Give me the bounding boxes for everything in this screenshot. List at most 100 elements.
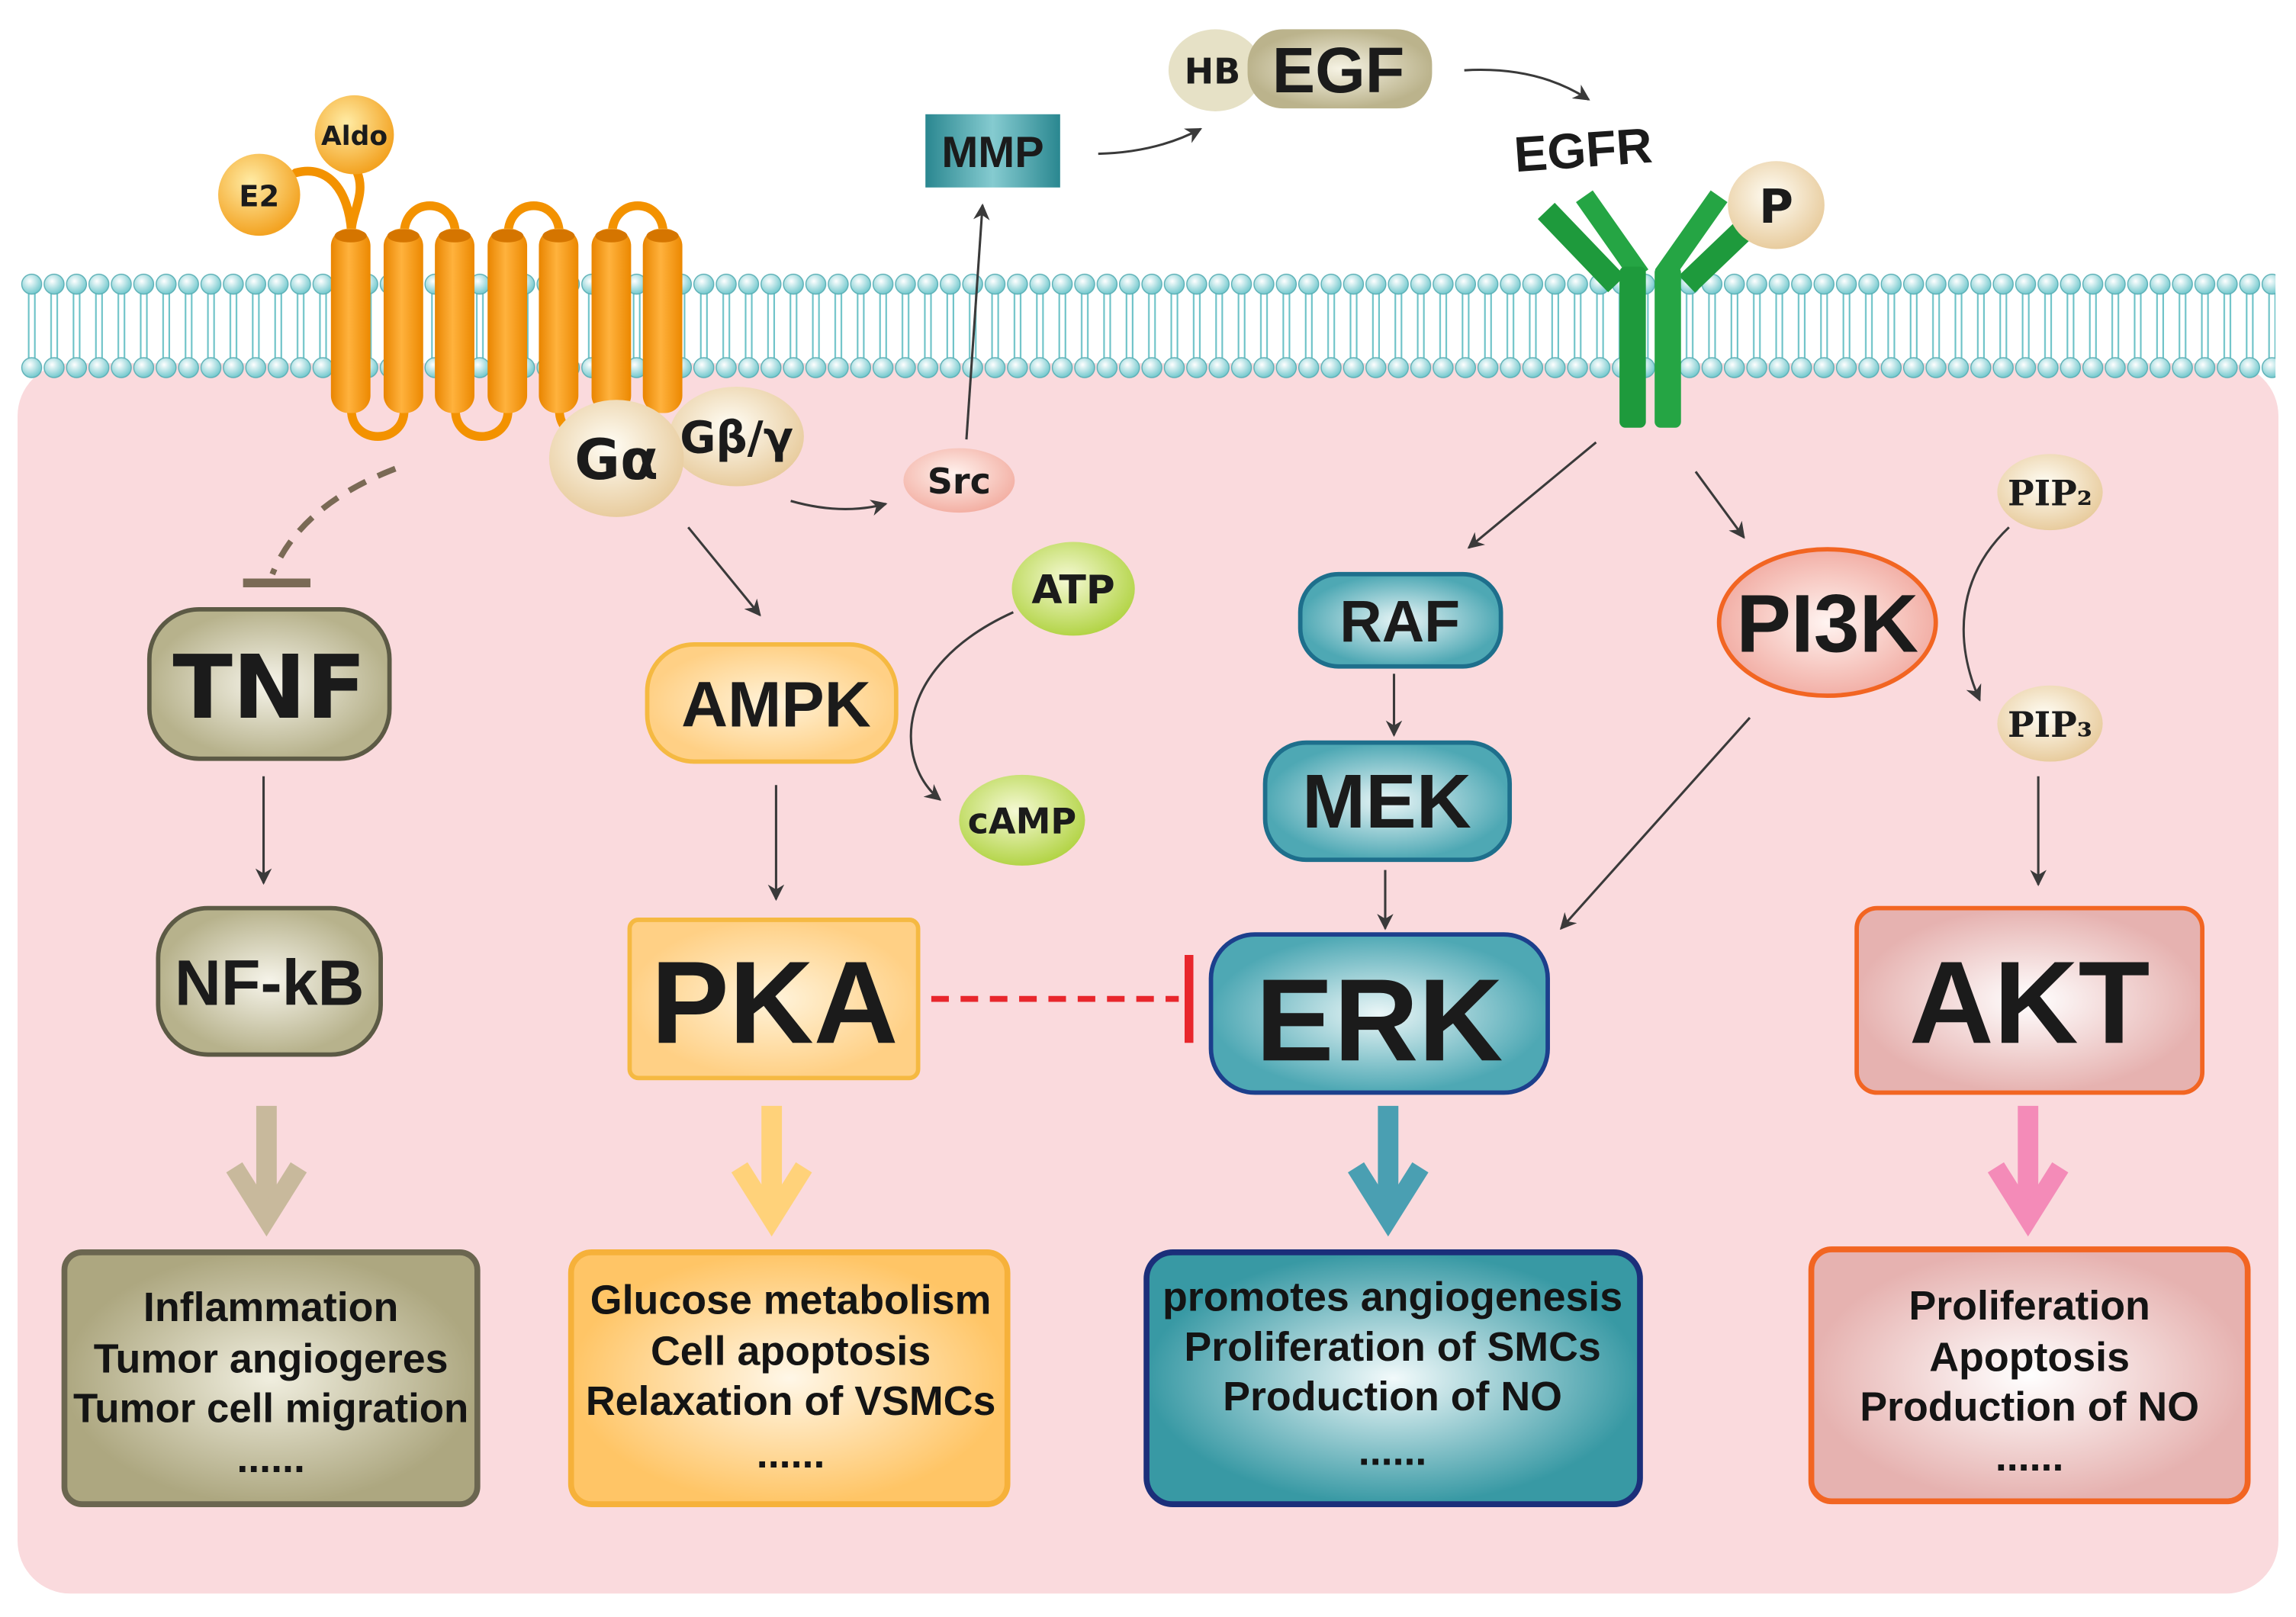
gpcr-receptor	[291, 166, 683, 441]
mek-shape	[1262, 740, 1513, 863]
pka-label: PKA	[651, 937, 898, 1068]
akt-shape	[1854, 905, 2205, 1095]
outcome-line: Apoptosis	[1929, 1334, 2130, 1380]
raf-label: RAF	[1339, 589, 1460, 654]
gpcr-helix-cap	[595, 229, 628, 243]
egfr-arm	[1576, 190, 1648, 281]
camp-label: cAMP	[968, 801, 1077, 842]
arrow-egfr-to-raf	[1467, 441, 1597, 549]
g-beta-gamma-shape	[669, 386, 804, 487]
ligand-link-aldo	[346, 168, 365, 236]
gpcr-helix	[330, 228, 371, 413]
gpcr-helix-cap	[387, 229, 420, 243]
akt-outcome-arrow	[1987, 1105, 2069, 1237]
extracellular-loop-3	[607, 201, 668, 239]
nfkb-shape	[156, 905, 383, 1057]
ligand-e2-label: E2	[239, 180, 279, 214]
egf-label: EGF	[1272, 34, 1405, 106]
tnf-node: TNF	[146, 606, 392, 761]
g-alpha-label: Gα	[574, 428, 658, 493]
phosphate-ball	[1728, 161, 1825, 249]
gpcr-helix-cap	[491, 229, 524, 243]
hb-label: HB	[1185, 50, 1241, 92]
outcome-line: Proliferation of SMCs	[1184, 1324, 1600, 1370]
gpcr-helix-cap	[646, 229, 679, 243]
gpcr-helix	[642, 228, 683, 413]
gpcr-helix	[487, 228, 528, 413]
extracellular-loop-2	[503, 201, 564, 239]
gpcr-helix-cap	[334, 229, 367, 243]
phosphate-label: P	[1759, 180, 1793, 234]
camp-node: cAMP	[959, 774, 1085, 866]
src-shape	[903, 448, 1015, 513]
pka-shape	[627, 918, 921, 1081]
tnf-label: TNF	[172, 637, 366, 739]
pip3-shape	[1997, 685, 2103, 762]
erk-outcome-shape	[1143, 1249, 1643, 1507]
akt-outcome-box: Proliferation Apoptosis Production of NO…	[1808, 1246, 2251, 1505]
ligand-link-e2	[291, 166, 356, 236]
ampk-shape	[645, 642, 899, 764]
pka-node: PKA	[627, 918, 921, 1081]
arrow-gbg-to-src	[790, 500, 888, 516]
ligand-aldo-ball	[314, 95, 394, 175]
gpcr-helix	[435, 228, 474, 413]
outcome-line: Proliferation	[1909, 1283, 2150, 1329]
g-alpha-shape	[548, 400, 684, 517]
akt-outcome-shape	[1808, 1246, 2251, 1505]
ligand-e2-ball	[218, 153, 301, 236]
camp-shape	[959, 774, 1085, 866]
arrow-pip2-to-pip3	[1962, 526, 2010, 702]
outcome-line: ......	[1995, 1434, 2064, 1480]
pip2-node: PIP₂	[1997, 454, 2103, 531]
outcome-line: Production of NO	[1860, 1384, 2199, 1430]
g-alpha: Gα	[548, 400, 684, 517]
arrow-src-to-mmp	[965, 203, 990, 440]
mmp-node: MMP	[925, 114, 1060, 188]
egfr-stem	[1654, 266, 1681, 428]
outcome-line: Inflammation	[143, 1284, 398, 1330]
arrow-atp-to-camp	[909, 611, 1015, 801]
mmp-shape	[925, 114, 1060, 188]
thick-arrow-head	[1987, 1162, 2069, 1237]
outcome-line: Tumor angiogeres	[94, 1336, 449, 1381]
egfr-stem	[1619, 266, 1646, 428]
erk-node: ERK	[1208, 932, 1550, 1095]
mek-label: MEK	[1302, 760, 1471, 844]
erk-outcome-arrow	[1348, 1105, 1429, 1237]
outcome-line: ......	[236, 1435, 305, 1481]
thick-arrow-head	[226, 1162, 307, 1237]
outcome-line: Cell apoptosis	[651, 1329, 931, 1374]
nfkb-label: NF-kB	[175, 947, 365, 1018]
arrow-pi3k-to-erk	[1559, 716, 1751, 931]
raf-node: RAF	[1298, 571, 1503, 669]
akt-node: AKT	[1854, 905, 2205, 1095]
ampk-label: AMPK	[681, 668, 871, 740]
src-node: Src	[903, 448, 1015, 513]
gpcr-helix	[383, 228, 423, 413]
arrow-galpha-to-ampk	[687, 526, 761, 617]
gpcr-helix-cap	[438, 229, 471, 243]
outcome-line: Tumor cell migration	[73, 1386, 468, 1432]
outcome-line: ......	[757, 1431, 825, 1477]
outcome-line: promotes angiogenesis	[1162, 1275, 1622, 1320]
akt-label: AKT	[1909, 937, 2150, 1068]
gpcr-helix	[539, 228, 579, 413]
g-beta-gamma-label: Gβ/γ	[680, 412, 793, 463]
src-label: Src	[928, 461, 991, 502]
pip3-label: PIP₃	[2008, 704, 2092, 745]
thick-arrow-head	[1348, 1162, 1429, 1237]
atp-shape	[1011, 542, 1135, 636]
pi3k-shape	[1716, 547, 1938, 699]
egfr-receptor: EGFR P	[1513, 117, 1825, 428]
outcome-line: Relaxation of VSMCs	[586, 1378, 996, 1424]
egfr-arm	[1538, 202, 1626, 293]
inhibition-pka-to-erk	[931, 955, 1194, 1043]
hb-egf-node: HB EGF	[1168, 29, 1433, 111]
outcome-line: Production of NO	[1223, 1374, 1562, 1419]
pi3k-node: PI3K	[1716, 547, 1938, 699]
gpcr-helix-cap	[542, 229, 575, 243]
tnf-outcome-box: Inflammation Tumor angiogeres Tumor cell…	[61, 1249, 481, 1507]
tnf-outcome-shape	[61, 1249, 481, 1507]
